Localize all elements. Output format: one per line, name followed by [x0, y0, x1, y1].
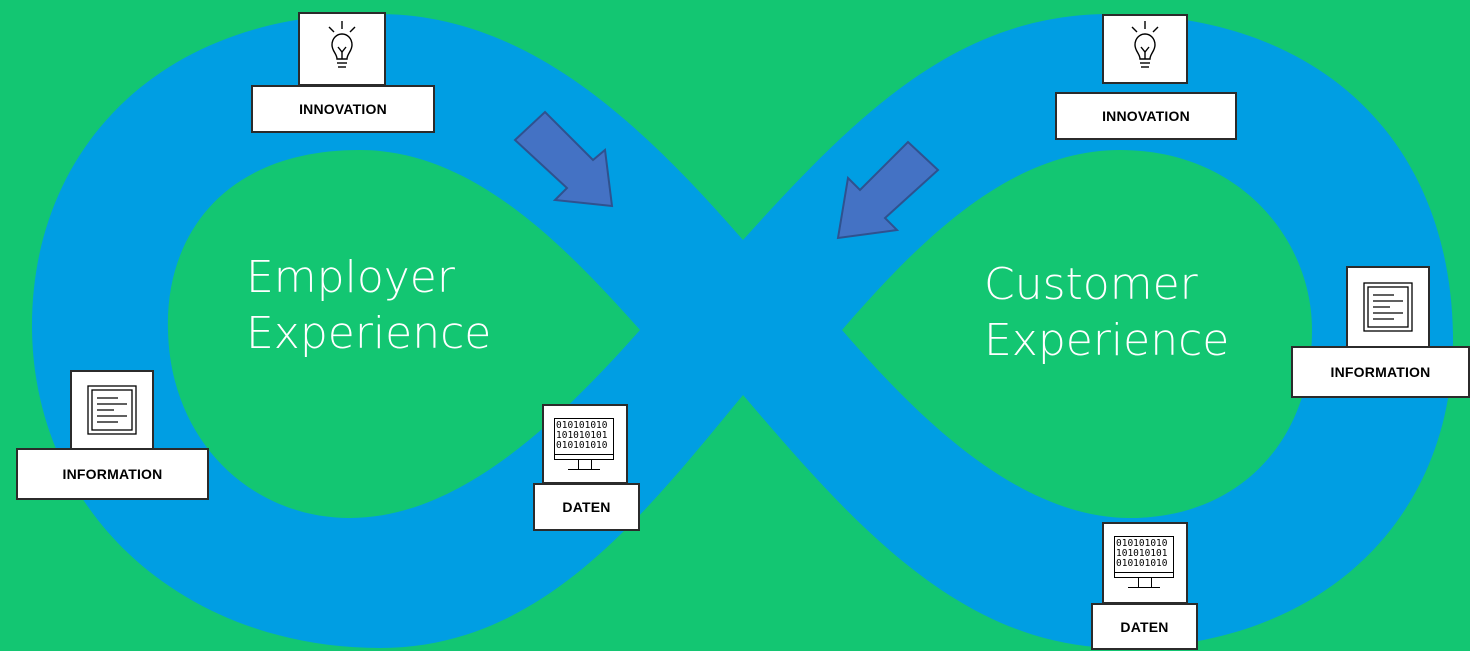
customer-experience-label: Customer Experience: [984, 257, 1229, 369]
document-icon: [87, 385, 137, 435]
binary-line: 010101010: [1116, 538, 1168, 549]
right-daten-tag: DATEN: [1091, 603, 1198, 650]
binary-line: 101010101: [1116, 548, 1168, 559]
binary-line: 010101010: [556, 440, 608, 451]
employer-label-line1: Employer: [246, 252, 455, 303]
left-innovation-card: [298, 12, 386, 86]
binary-line: 010101010: [556, 420, 608, 431]
customer-label-line2: Experience: [984, 315, 1230, 366]
right-innovation-card: [1102, 14, 1188, 84]
lightbulb-icon: [1131, 21, 1159, 68]
arrow-icon: [513, 110, 614, 208]
right-daten-card: 010101010 101010101 010101010: [1102, 522, 1188, 604]
arrow-icon: [836, 140, 940, 240]
binary-line: 010101010: [1116, 558, 1168, 569]
left-innovation-tag: INNOVATION: [251, 85, 435, 133]
monitor-binary-icon: 010101010 101010101 010101010: [1114, 536, 1176, 594]
right-loop-hole: [842, 150, 1312, 518]
right-innovation-tag: INNOVATION: [1055, 92, 1237, 140]
document-icon: [1363, 282, 1413, 332]
binary-line: 101010101: [556, 430, 608, 441]
left-daten-tag: DATEN: [533, 483, 640, 531]
left-information-tag: INFORMATION: [16, 448, 209, 500]
employer-experience-label: Employer Experience: [246, 250, 491, 362]
left-daten-card: 010101010 101010101 010101010: [542, 404, 628, 484]
employer-label-line2: Experience: [246, 308, 492, 359]
right-information-tag: INFORMATION: [1291, 346, 1470, 398]
left-loop-hole: [167, 150, 640, 518]
right-information-card: [1346, 266, 1430, 348]
lightbulb-icon: [328, 21, 356, 68]
monitor-binary-icon: 010101010 101010101 010101010: [554, 418, 616, 476]
customer-label-line1: Customer: [984, 259, 1198, 310]
left-information-card: [70, 370, 154, 450]
